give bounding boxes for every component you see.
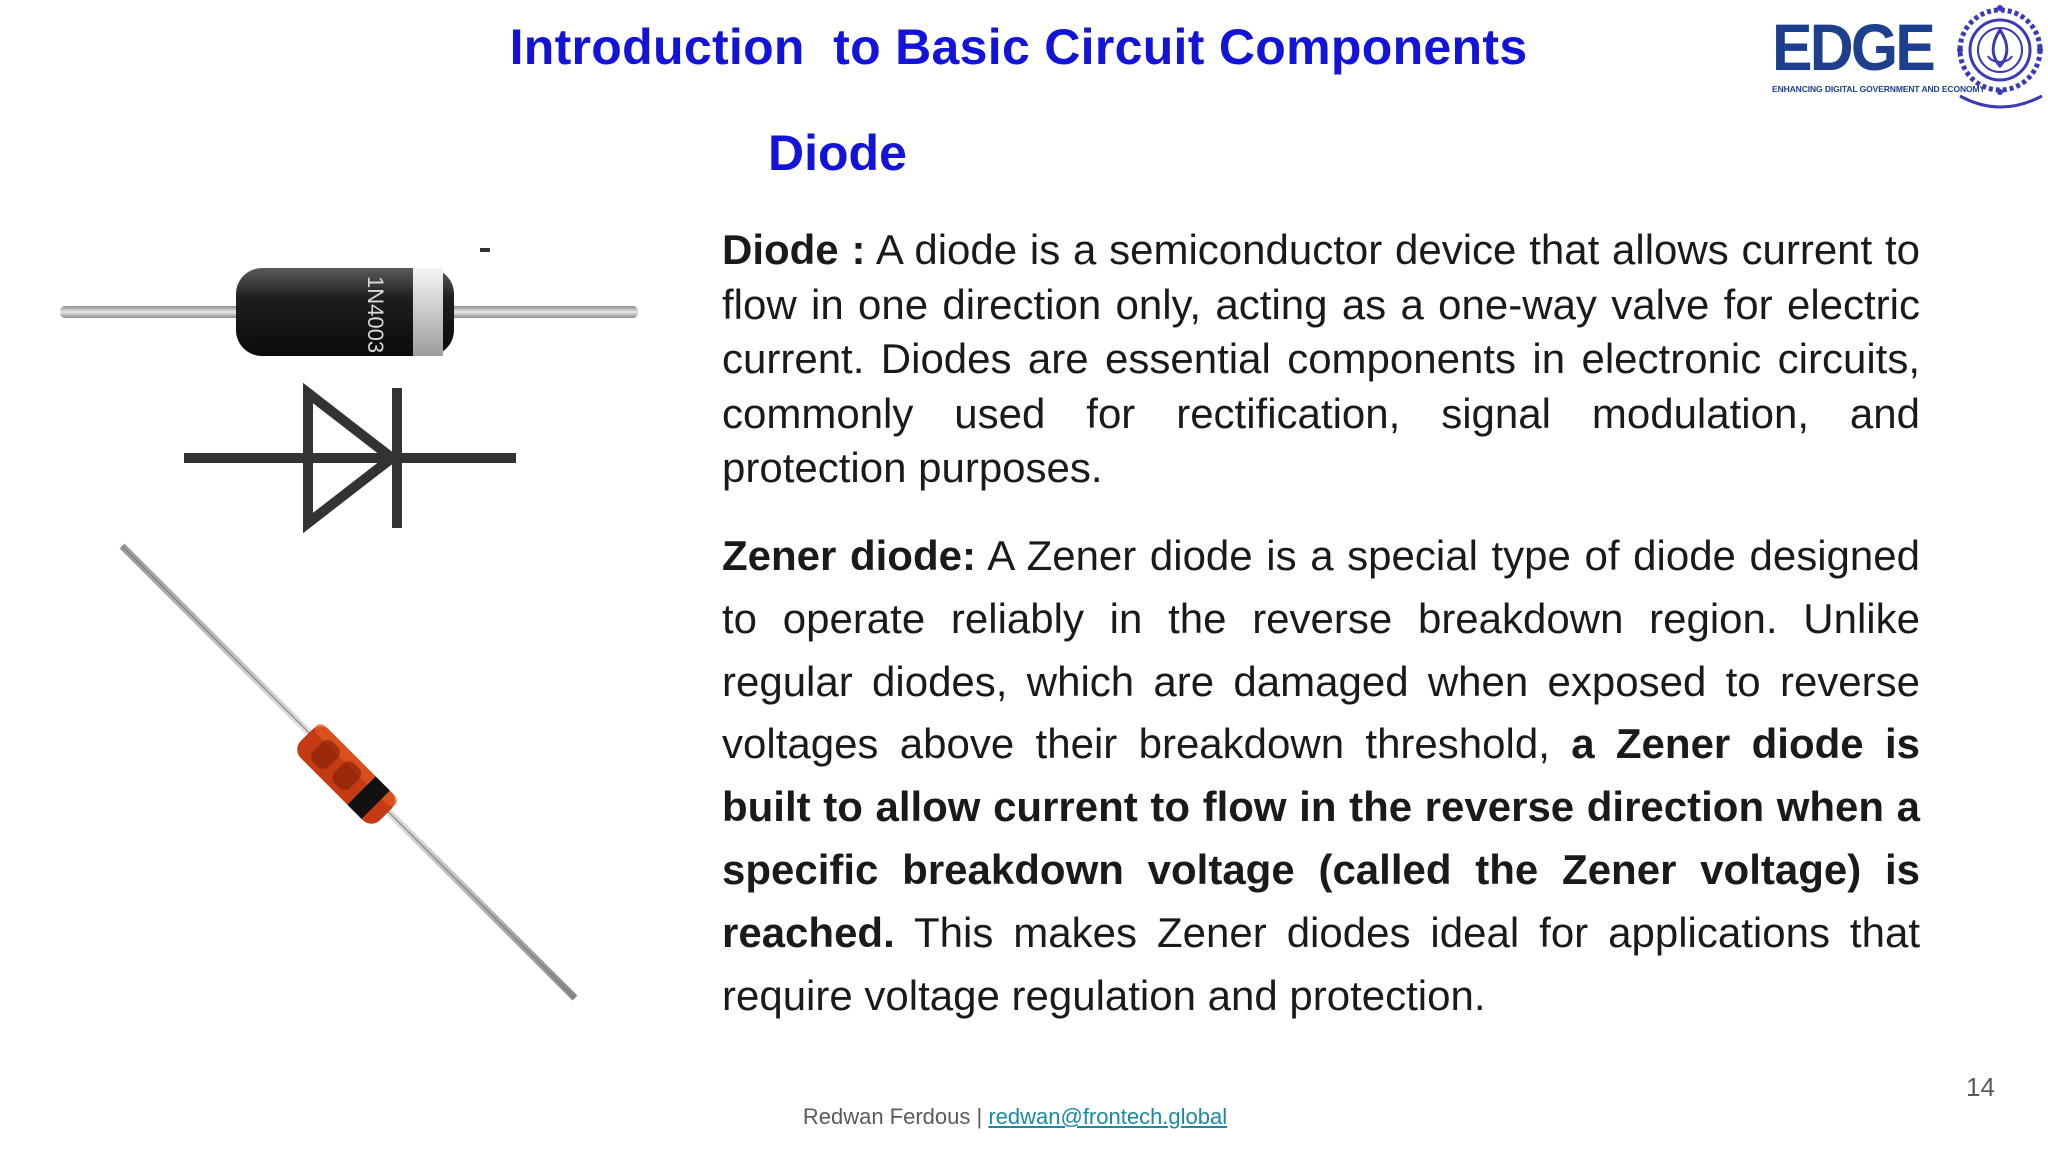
rectifier-diode-photo: 1N4003 [60,248,638,356]
zener-text-end: This makes Zener diodes ideal for applic… [722,908,1920,1019]
zener-diode-photo [119,543,578,1001]
footer-email-link[interactable]: redwan@frontech.global [988,1104,1228,1129]
university-seal-icon [1957,5,2043,109]
diode-definition-paragraph: Diode : A diode is a semiconductor devic… [722,223,1920,496]
footer-author: Redwan Ferdous | [802,1104,989,1129]
edge-logo: EDGE ENHANCING DIGITAL GOVERNMENT AND EC… [1768,0,2048,120]
diode-symbol-icon [184,382,516,534]
footer-credit: Redwan Ferdous | redwan@frontech.global [0,1104,2048,1130]
page-number: 14 [1966,1072,1995,1102]
zener-emphasis-text: a Zener diode is built to allow current … [722,720,1920,956]
edge-logo-text: EDGE [1772,10,1936,84]
zener-term: Zener diode: [722,532,976,579]
zener-definition-paragraph: Zener diode: A Zener diode is a special … [722,525,1920,1027]
diode-illustrations: 1N4003 [60,248,638,1001]
slide-subtitle: Diode [768,125,907,181]
edge-logo-tagline: ENHANCING DIGITAL GOVERNMENT AND ECONOMY [1772,84,1986,94]
diode-marking-text: 1N4003 [363,276,388,353]
zener-text-start: A Zener diode is a special type of diode… [722,532,1920,768]
diode-definition-text: A diode is a semiconductor device that a… [722,226,1921,492]
slide-title: Introduction to Basic Circuit Components [509,19,1528,75]
diode-term: Diode : [722,226,866,273]
